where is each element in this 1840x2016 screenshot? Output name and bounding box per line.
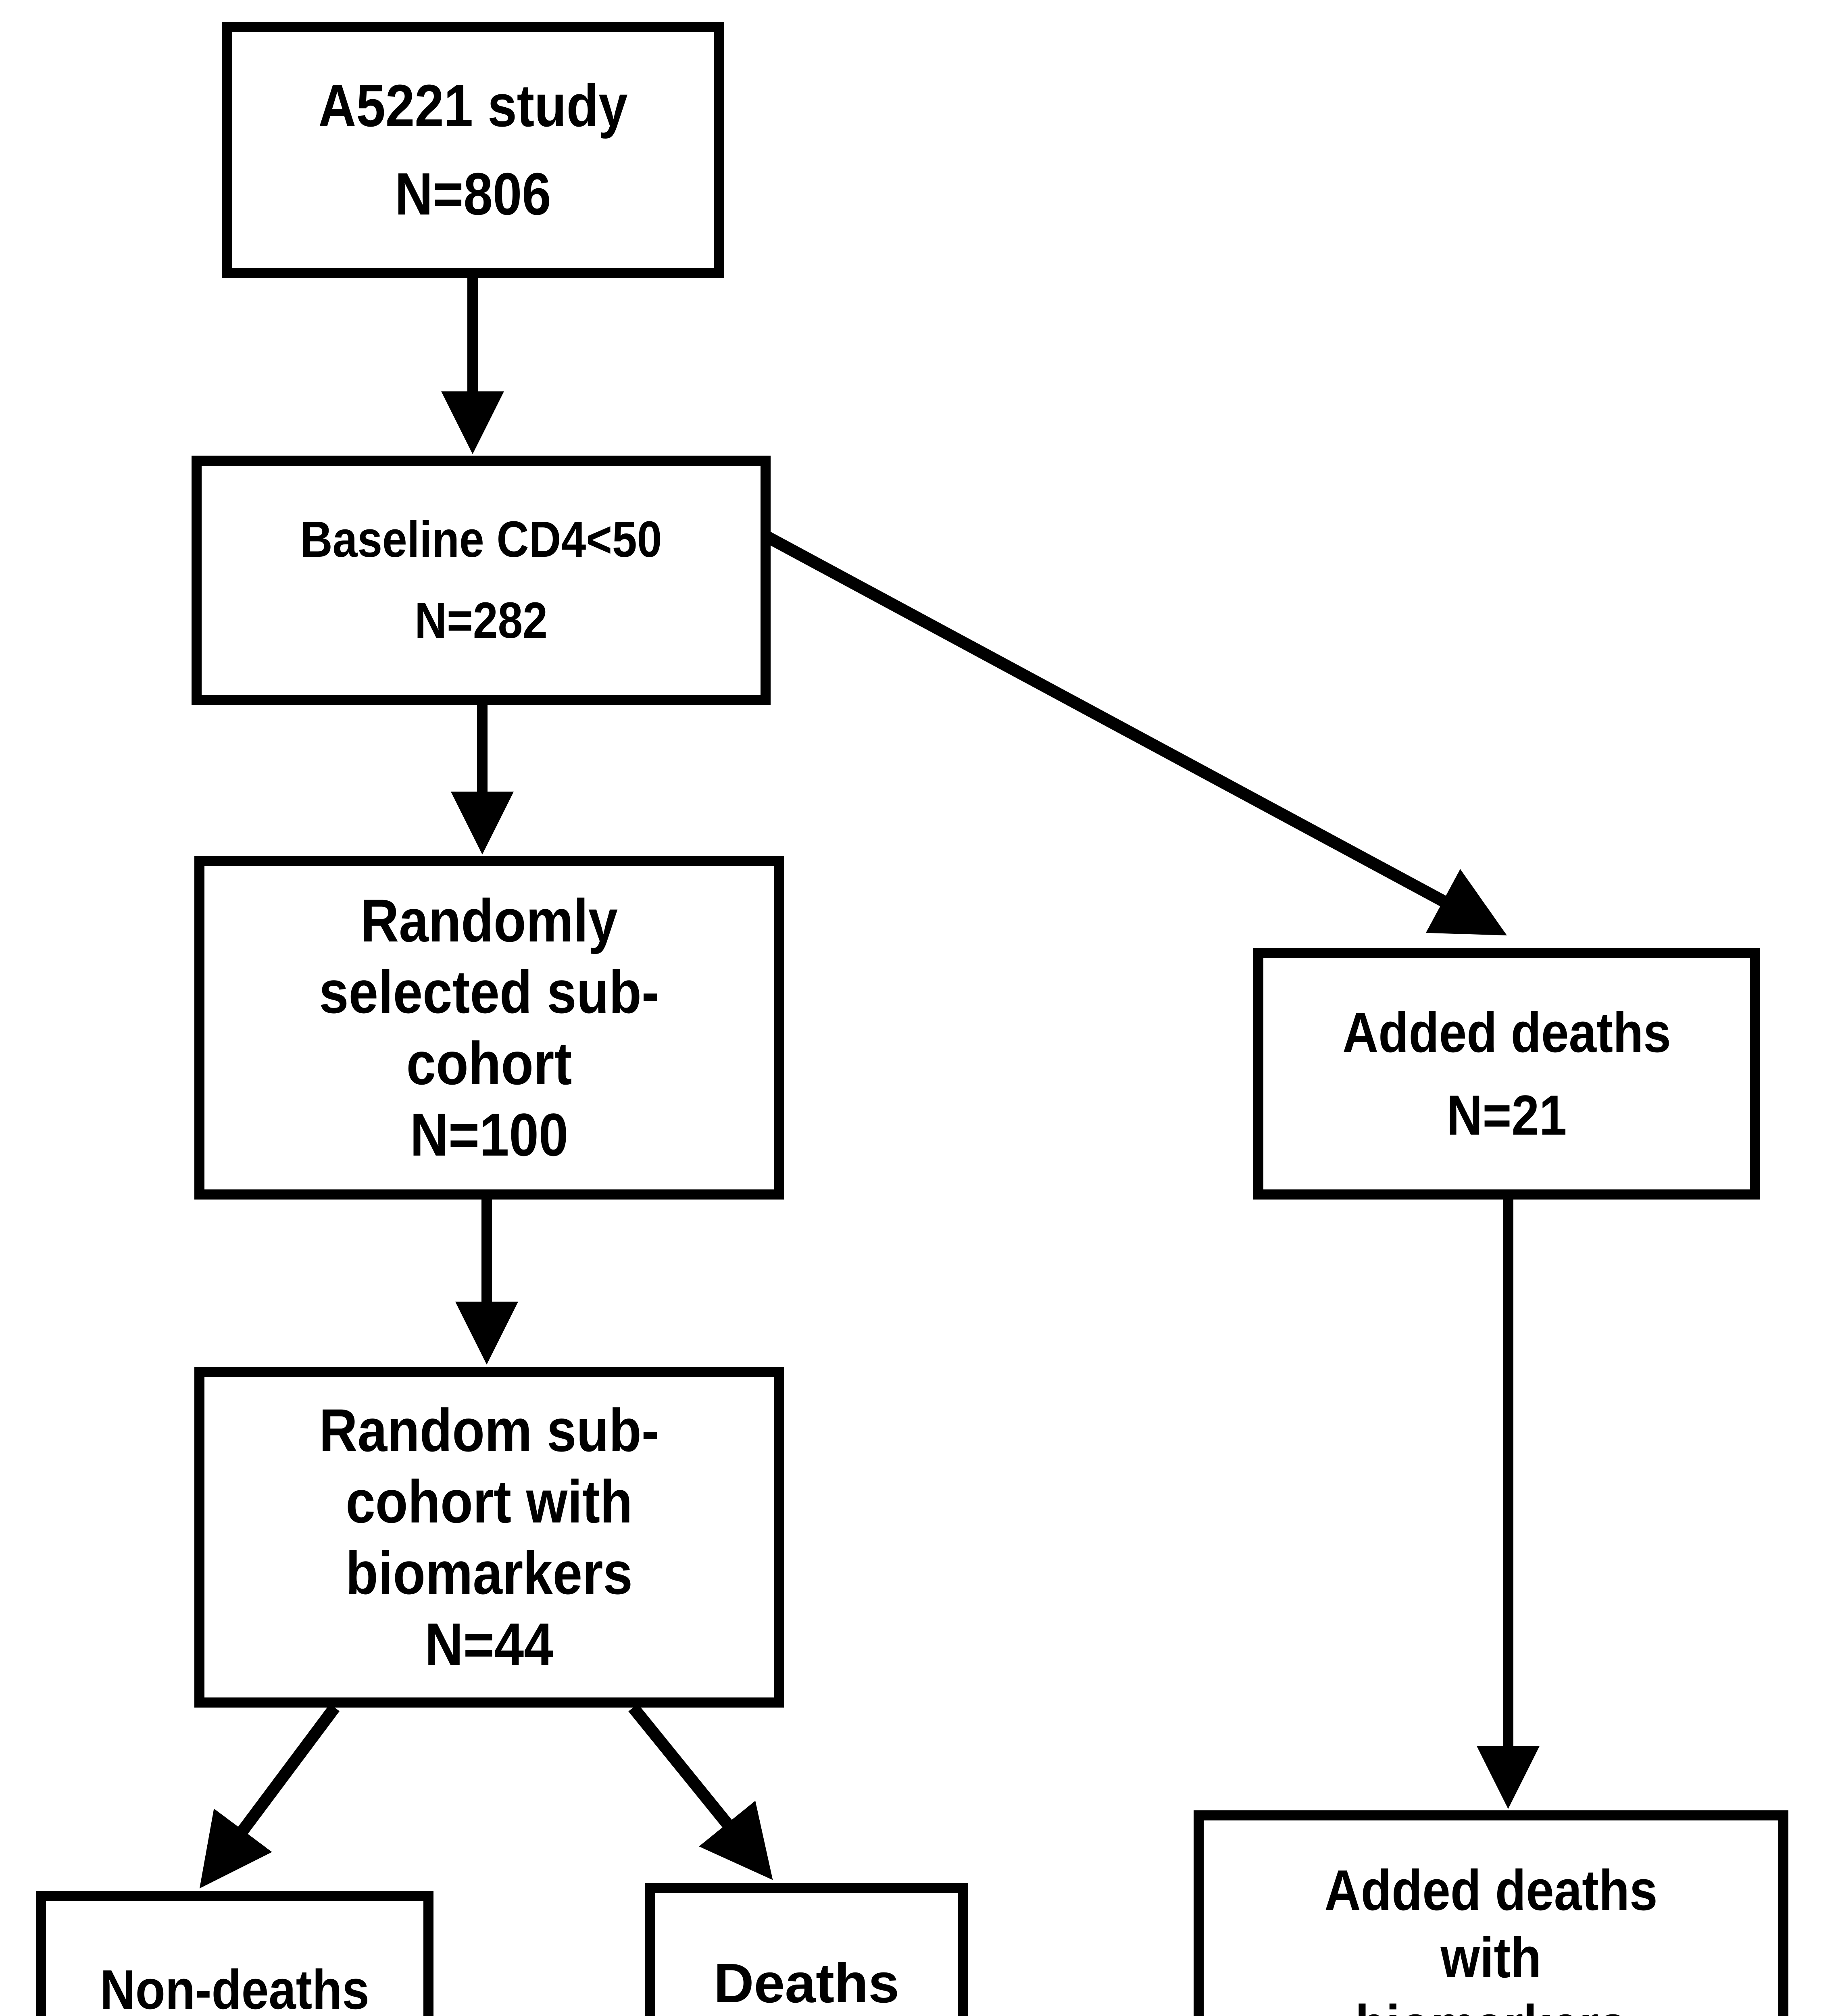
node-biomarker-subcohort-count: N=44 bbox=[425, 1610, 554, 1678]
edge-baseline-to-added-deaths bbox=[763, 531, 1507, 935]
node-non-deaths: Non-deaths N=33 bbox=[36, 1891, 433, 2016]
node-random-subcohort-line1: Randomly bbox=[360, 887, 618, 954]
edge-biomarker-cohort-to-deaths bbox=[628, 1704, 773, 1880]
edge-biomarker-cohort-to-nondeaths bbox=[199, 1704, 340, 1889]
node-added-deaths-biomarkers-line1: Added deaths bbox=[1324, 1858, 1658, 1922]
node-a5221-study-label: A5221 study bbox=[318, 72, 628, 139]
node-added-deaths-biomarkers-line3: biomarkers bbox=[1238, 1992, 1744, 2016]
node-deaths: Deaths N=11 bbox=[645, 1883, 968, 2016]
node-added-deaths-biomarkers-line2: with bbox=[1440, 1926, 1542, 1990]
node-a5221-study-count: N=806 bbox=[395, 160, 551, 227]
node-added-deaths-count: N=21 bbox=[1446, 1083, 1567, 1147]
node-random-subcohort: Randomly selected sub- cohort N=100 bbox=[194, 856, 784, 1200]
node-baseline-cd4-count: N=282 bbox=[415, 592, 548, 649]
node-biomarker-subcohort-line3: biomarkers bbox=[346, 1539, 633, 1607]
node-random-subcohort-line2: selected sub- bbox=[319, 958, 659, 1026]
node-biomarker-subcohort-line2: cohort with bbox=[346, 1467, 633, 1535]
node-random-subcohort-count: N=100 bbox=[410, 1101, 569, 1168]
node-deaths-label: Deaths bbox=[713, 1952, 900, 2015]
node-biomarker-subcohort-line1: Random sub- bbox=[319, 1396, 659, 1464]
node-baseline-cd4-label: Baseline CD4<50 bbox=[300, 511, 662, 568]
node-baseline-cd4: Baseline CD4<50 N=282 bbox=[192, 456, 771, 705]
node-added-deaths-biomarkers: Added deaths with biomarkers N=7 bbox=[1194, 1810, 1788, 2016]
node-a5221-study: A5221 study N=806 bbox=[222, 22, 724, 278]
node-biomarker-subcohort: Random sub- cohort with biomarkers N=44 bbox=[194, 1367, 784, 1708]
node-non-deaths-label: Non-deaths bbox=[100, 1958, 369, 2016]
node-random-subcohort-line3: cohort bbox=[406, 1029, 572, 1097]
node-added-deaths: Added deaths N=21 bbox=[1253, 948, 1760, 1200]
node-added-deaths-label: Added deaths bbox=[1342, 1000, 1671, 1064]
